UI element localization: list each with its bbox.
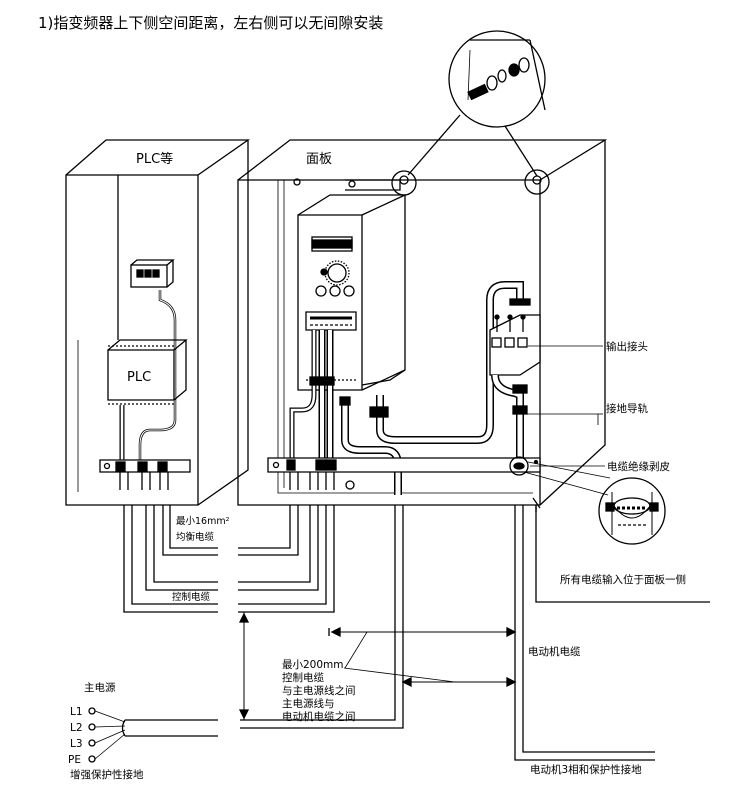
callout-cable-stripped: 电缆绝缘剥皮: [607, 460, 670, 473]
spacing-dimension: 最小200mm 控制电缆 与主电源线之间 主电源线与 电动机电缆之间: [238, 612, 517, 723]
mains-supply: 主电源 L1 L2 L3 PE 增强保护性接地: [68, 681, 218, 781]
spacing-line-3: 与主电源线之间: [282, 684, 356, 697]
diagram-title: 1)指变频器上下侧空间距离，左右侧可以无间隙安装: [38, 14, 383, 32]
mounting-screw-icon: [293, 169, 550, 196]
right-cables: [238, 497, 710, 761]
callouts: 输出接头 接地导轨 电缆绝缘剥皮 所有电缆输入位于面板一侧 电动机电缆 电动: [520, 340, 686, 776]
meter-box: [130, 259, 175, 288]
screw-icon: [467, 57, 530, 101]
cabinet-plc-label: PLC等: [136, 151, 173, 167]
callout-motor-cable: 电动机电缆: [528, 645, 581, 658]
terminal-l3: L3: [70, 738, 83, 750]
callout-motor-cable-bottom: 电动机3相和保护性接地: [530, 763, 642, 776]
callout-output-terminal: 输出接头: [606, 340, 648, 353]
pe-note: 增强保护性接地: [70, 768, 144, 781]
cabinet-panel-label: 面板: [306, 152, 332, 167]
spacing-line-4: 主电源线与: [282, 697, 335, 710]
output-terminal-block: [489, 298, 541, 376]
terminal-pe: PE: [68, 754, 81, 766]
note-min-16: 最小16mm²: [176, 516, 230, 527]
spacing-line-2: 控制电缆: [282, 671, 324, 684]
left-cables: 最小16mm² 均衡电缆 控制电缆: [123, 505, 230, 613]
mains-title: 主电源: [84, 681, 116, 694]
callout-ground-rail: 接地导轨: [606, 402, 648, 415]
terminal-l1: L1: [70, 706, 83, 718]
spacing-line-1: 最小200mm: [282, 659, 344, 671]
note-balance-cable: 均衡电缆: [176, 531, 215, 543]
note-control-cable: 控制电缆: [172, 591, 211, 603]
cabinet-panel: 面板: [237, 139, 608, 506]
screw-detail-magnifier: [407, 30, 546, 177]
terminal-l2: L2: [70, 722, 83, 734]
plc-label: PLC: [127, 370, 151, 385]
callout-all-cables: 所有电缆输入位于面板一侧: [560, 573, 686, 586]
cabinet-plc: PLC等 PLC: [65, 139, 251, 506]
spacing-line-5: 电动机电缆之间: [282, 710, 356, 723]
plc-module: PLC: [107, 339, 188, 405]
cable-clamp-magnifier: [598, 477, 666, 545]
